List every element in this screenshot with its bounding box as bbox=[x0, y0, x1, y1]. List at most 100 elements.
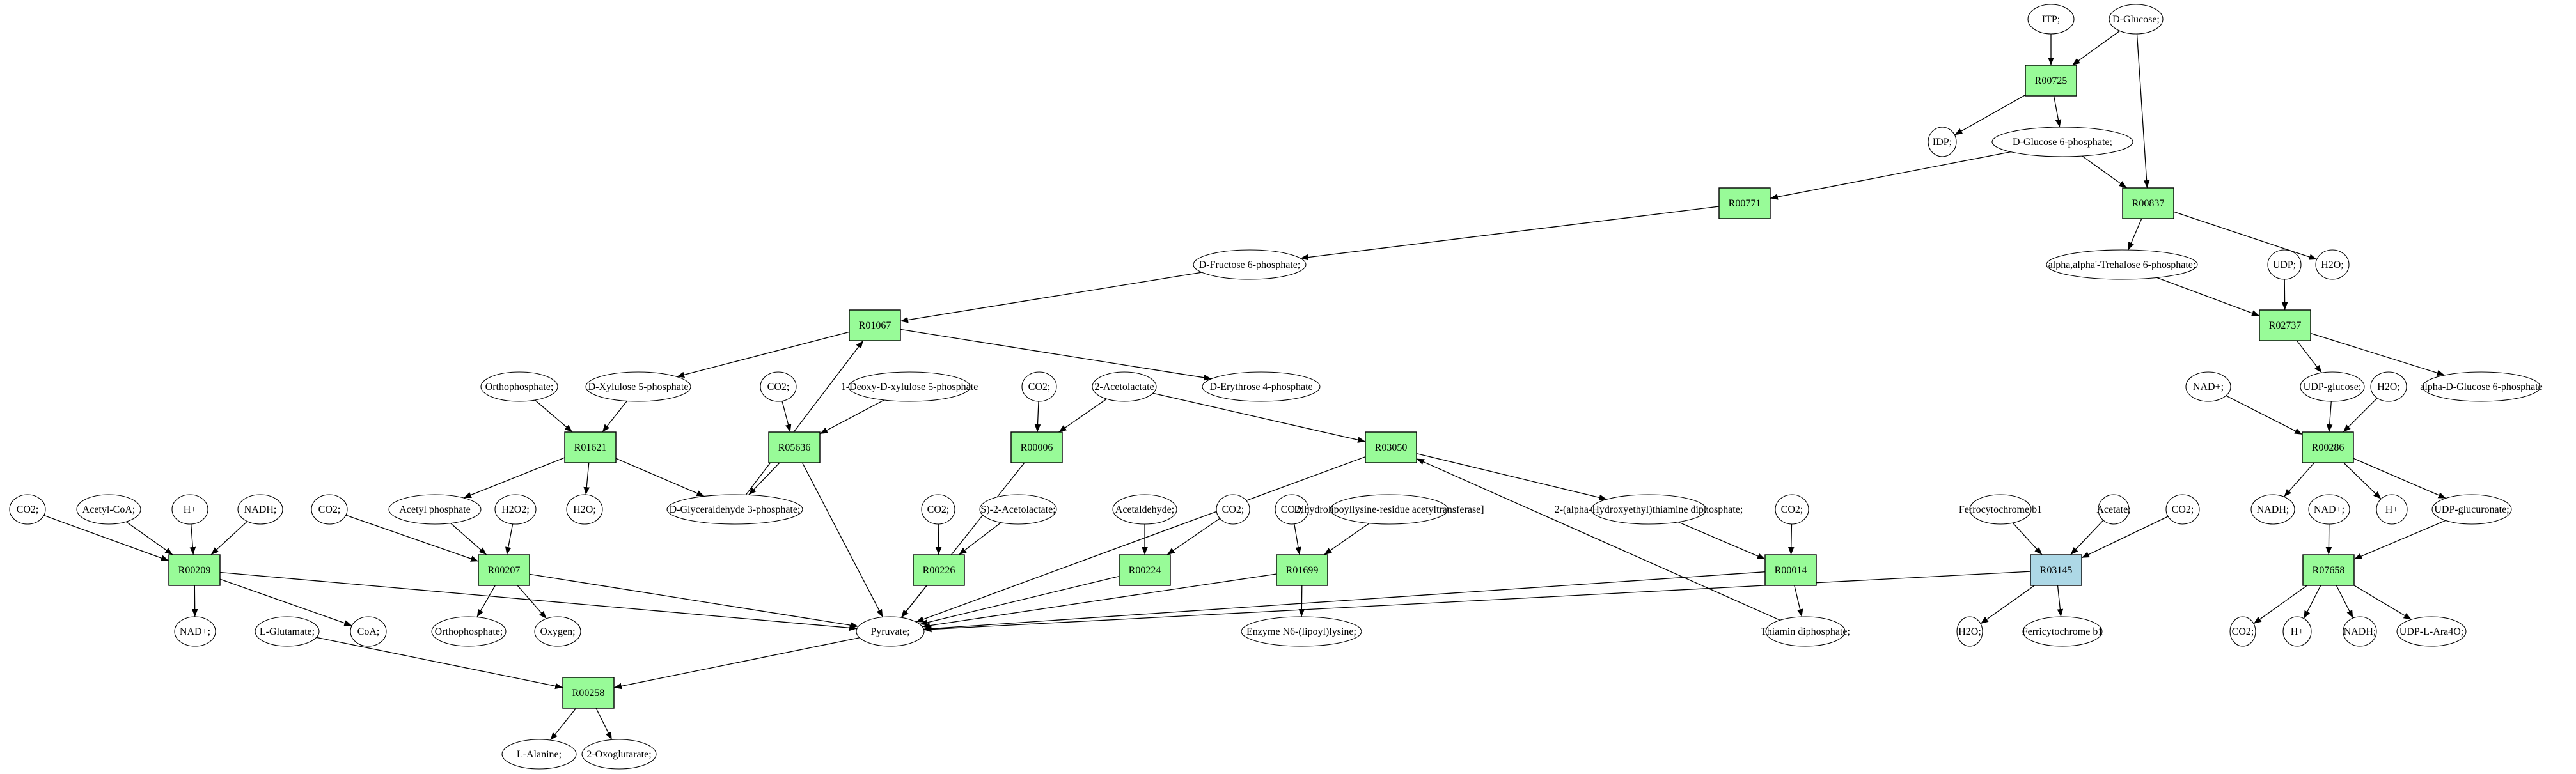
reaction-node-R00207[interactable]: R00207 bbox=[478, 554, 530, 586]
compound-ellipse bbox=[1275, 494, 1309, 525]
reaction-node-R00286[interactable]: R00286 bbox=[2302, 431, 2354, 463]
compound-node-udpara[interactable]: UDP-L-Ara4O; bbox=[2396, 616, 2467, 647]
compound-node-acp[interactable]: Acetyl phosphate bbox=[388, 494, 482, 525]
compound-node-dxp[interactable]: 1-Deoxy-D-xylulose 5-phosphate bbox=[841, 371, 978, 402]
compound-node-idp[interactable]: IDP; bbox=[1928, 127, 1957, 157]
node-label: NADH; bbox=[2257, 504, 2289, 515]
node-label: CO2; bbox=[2232, 626, 2254, 637]
compound-ellipse bbox=[2343, 616, 2377, 647]
edge-co2_e-to-R00226 bbox=[935, 523, 942, 555]
compound-node-co2_d[interactable]: CO2; bbox=[311, 494, 348, 525]
compound-node-co2_g[interactable]: CO2; bbox=[1275, 494, 1309, 525]
node-label: H2O2; bbox=[501, 504, 530, 515]
reaction-node-R03145[interactable]: R03145 bbox=[2030, 554, 2082, 586]
node-label: D-Erythrose 4-phosphate bbox=[1209, 382, 1312, 392]
compound-node-co2_i[interactable]: CO2; bbox=[2165, 494, 2200, 525]
reaction-node-R07658[interactable]: R07658 bbox=[2302, 554, 2355, 586]
compound-node-h2o_b[interactable]: H2O; bbox=[2370, 371, 2407, 402]
node-label: R00286 bbox=[2312, 442, 2344, 453]
reaction-node-R00837[interactable]: R00837 bbox=[2122, 187, 2174, 219]
compound-node-coa[interactable]: CoA; bbox=[350, 616, 387, 647]
compound-node-co2_h[interactable]: CO2; bbox=[1775, 494, 1809, 525]
compound-node-udpglcur[interactable]: UDP-glucuronate; bbox=[2431, 494, 2512, 525]
compound-node-acetate[interactable]: Acetate; bbox=[2096, 494, 2131, 525]
compound-node-hplus_b[interactable]: H+ bbox=[2376, 494, 2408, 525]
compound-node-ala[interactable]: L-Alanine; bbox=[501, 739, 577, 770]
compound-node-akg[interactable]: 2-Oxoglutarate; bbox=[581, 739, 657, 770]
compound-node-nadp_c[interactable]: NAD+; bbox=[174, 616, 216, 647]
node-label: D-Glyceraldehyde 3-phosphate; bbox=[670, 504, 801, 515]
compound-node-acald[interactable]: Acetaldehyde; bbox=[1112, 494, 1177, 525]
compound-node-e4p[interactable]: D-Erythrose 4-phosphate bbox=[1202, 371, 1321, 402]
compound-node-dlat[interactable]: Dihydrolipoyllysine-residue acetyltransf… bbox=[1294, 494, 1484, 525]
compound-node-pyruvate[interactable]: Pyruvate; bbox=[856, 616, 925, 647]
compound-node-sacetolac[interactable]: S)-2-Acetolactate; bbox=[979, 494, 1057, 525]
compound-node-glu[interactable]: L-Glutamate; bbox=[255, 616, 320, 647]
reaction-box bbox=[1276, 554, 1328, 586]
edge-R01699-to-pyruvate bbox=[922, 573, 1277, 629]
compound-node-accoa[interactable]: Acetyl-CoA; bbox=[76, 494, 141, 525]
compound-ellipse bbox=[566, 494, 603, 525]
compound-node-tre6p[interactable]: alpha,alpha'-Trehalose 6-phosphate; bbox=[2046, 249, 2198, 280]
compound-ellipse bbox=[2250, 494, 2295, 525]
compound-node-h2o_a[interactable]: H2O; bbox=[2315, 249, 2350, 280]
compound-node-g6p[interactable]: D-Glucose 6-phosphate; bbox=[1991, 127, 2133, 157]
edge-R00837-to-h2o_a bbox=[2173, 211, 2317, 260]
reaction-node-R01699[interactable]: R01699 bbox=[1276, 554, 1328, 586]
compound-node-nadh_c[interactable]: NADH; bbox=[2343, 616, 2377, 647]
compound-node-co2_j[interactable]: CO2; bbox=[2229, 616, 2256, 647]
compound-node-hethtpp[interactable]: 2-(alpha-Hydroxyethyl)thiamine diphospha… bbox=[1555, 494, 1743, 525]
compound-node-ferrocyt[interactable]: Ferrocytochrome b1 bbox=[1959, 494, 2042, 525]
reaction-node-R01067[interactable]: R01067 bbox=[849, 309, 901, 341]
reaction-node-R05636[interactable]: R05636 bbox=[768, 431, 821, 463]
compound-node-co2_f[interactable]: CO2; bbox=[1216, 494, 1250, 525]
compound-node-nadp_b[interactable]: NAD+; bbox=[2308, 494, 2350, 525]
compound-ellipse bbox=[2300, 371, 2365, 402]
compound-node-ferricyt[interactable]: Ferricytochrome b1 bbox=[2022, 616, 2103, 647]
compound-ellipse bbox=[666, 494, 803, 525]
compound-node-itp[interactable]: ITP; bbox=[2027, 4, 2075, 35]
reaction-node-R00226[interactable]: R00226 bbox=[913, 554, 965, 586]
reaction-box bbox=[168, 554, 221, 586]
compound-node-udp[interactable]: UDP; bbox=[2267, 249, 2302, 280]
compound-node-hplus_c[interactable]: H+ bbox=[2282, 616, 2312, 647]
compound-node-h2o_d[interactable]: H2O; bbox=[1956, 616, 1983, 647]
compound-node-nadh_a[interactable]: NADH; bbox=[237, 494, 283, 525]
compound-node-oxygen[interactable]: Oxygen; bbox=[534, 616, 581, 647]
reaction-node-R02737[interactable]: R02737 bbox=[2259, 309, 2311, 341]
compound-node-co2_a[interactable]: CO2; bbox=[760, 371, 797, 402]
reaction-node-R00771[interactable]: R00771 bbox=[1718, 187, 1771, 219]
compound-ellipse bbox=[2185, 371, 2231, 402]
compound-node-h2o2[interactable]: H2O2; bbox=[494, 494, 537, 525]
compound-node-co2_c[interactable]: CO2; bbox=[9, 494, 46, 525]
reaction-node-R00014[interactable]: R00014 bbox=[1764, 554, 1817, 586]
compound-node-nadh_b[interactable]: NADH; bbox=[2250, 494, 2295, 525]
compound-node-nadp_a[interactable]: NAD+; bbox=[2185, 371, 2231, 402]
compound-node-tpp[interactable]: Thiamin diphosphate; bbox=[1761, 616, 1850, 647]
compound-node-lipoyl[interactable]: Enzyme N6-(lipoyl)lysine; bbox=[1241, 616, 1362, 647]
compound-node-co2_b[interactable]: CO2; bbox=[1021, 371, 1057, 402]
edge-R00207-to-pyruvate bbox=[529, 573, 859, 628]
compound-node-f6p[interactable]: D-Fructose 6-phosphate; bbox=[1193, 249, 1307, 280]
compound-node-gap[interactable]: D-Glyceraldehyde 3-phosphate; bbox=[666, 494, 803, 525]
compound-node-orthop_b[interactable]: Orthophosphate; bbox=[431, 616, 507, 647]
reaction-node-R00258[interactable]: R00258 bbox=[562, 677, 615, 709]
reaction-node-R03050[interactable]: R03050 bbox=[1365, 431, 1417, 463]
node-label: IDP; bbox=[1933, 137, 1952, 148]
compound-node-glucose[interactable]: D-Glucose; bbox=[2109, 4, 2164, 35]
reaction-node-R00209[interactable]: R00209 bbox=[168, 554, 221, 586]
compound-node-hplus_a[interactable]: H+ bbox=[171, 494, 208, 525]
compound-node-co2_e[interactable]: CO2; bbox=[921, 494, 955, 525]
compound-node-acetolac[interactable]: 2-Acetolactate bbox=[1092, 371, 1157, 402]
compound-node-udpglc[interactable]: UDP-glucose; bbox=[2300, 371, 2365, 402]
reaction-node-R00725[interactable]: R00725 bbox=[2025, 65, 2077, 97]
compound-node-h2o_c[interactable]: H2O; bbox=[566, 494, 603, 525]
compound-node-xu5p[interactable]: D-Xylulose 5-phosphate bbox=[585, 371, 691, 402]
compound-node-ag6p[interactable]: alpha-D-Glucose 6-phosphate bbox=[2420, 371, 2543, 402]
reaction-node-R00006[interactable]: R00006 bbox=[1010, 431, 1063, 463]
reaction-node-R01621[interactable]: R01621 bbox=[564, 431, 617, 463]
reaction-node-R00224[interactable]: R00224 bbox=[1119, 554, 1171, 586]
edge-h2o2-to-R00207 bbox=[505, 523, 514, 555]
compound-node-orthop_a[interactable]: Orthophosphate; bbox=[480, 371, 558, 402]
edge-dxp-to-R05636 bbox=[819, 399, 884, 435]
